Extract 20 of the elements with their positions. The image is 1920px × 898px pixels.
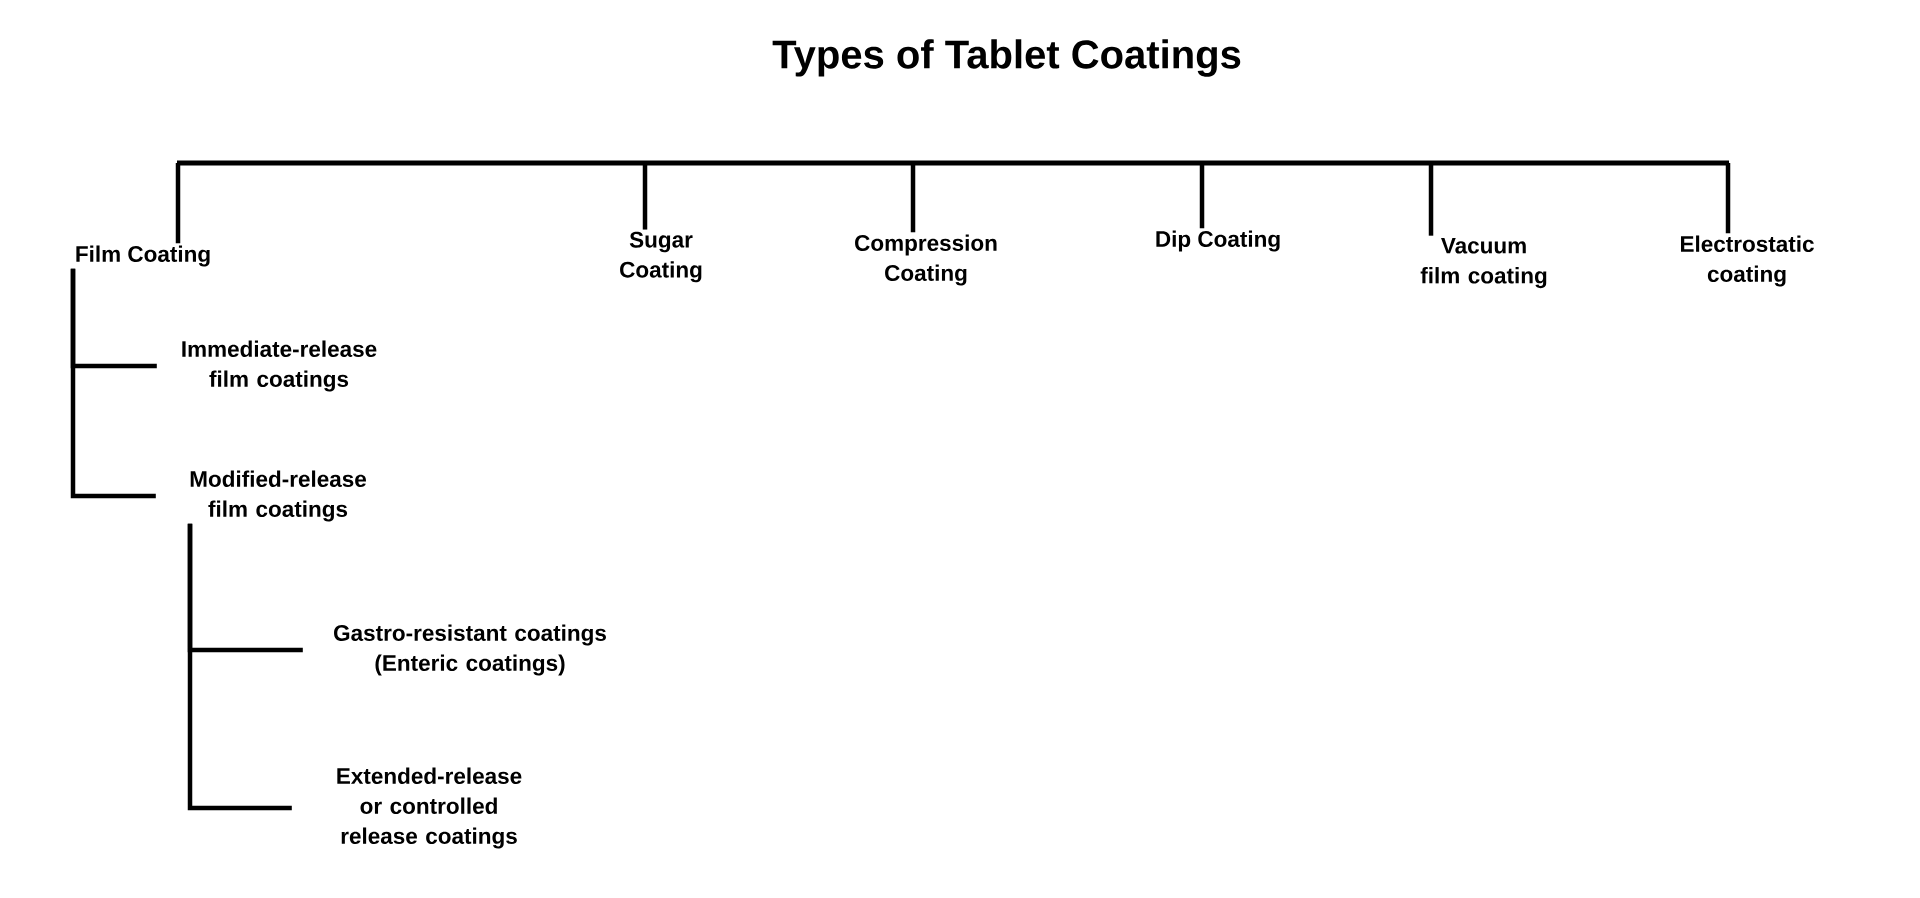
category-label: Sugar Coating [620, 231, 702, 283]
category-label: Gastro-resistant coatings (Enteric coatings) [334, 624, 606, 676]
category-label: Modified-release film coatings [190, 470, 366, 522]
category-label: Vacuum film coating [1420, 237, 1547, 289]
category-label: Extended-release or controlled release coatings [337, 767, 522, 849]
category-label: Film Coating [76, 245, 210, 267]
connector-line [910, 163, 916, 233]
category-label: Compression Coating [855, 234, 997, 286]
connector-line [1725, 163, 1731, 234]
connector-line [187, 523, 292, 811]
connector-line [175, 163, 181, 244]
bracket-bar [177, 160, 1729, 166]
category-label: Dip Coating [1156, 230, 1280, 252]
connector-line [1428, 163, 1434, 236]
connector-line [70, 268, 156, 499]
category-label: Electrostatic coating [1681, 235, 1814, 287]
connector-line [1199, 163, 1205, 229]
title: Types of Tablet Coatings [772, 39, 1241, 77]
connector-line [642, 163, 648, 230]
category-label: Immediate-release film coatings [182, 340, 377, 392]
